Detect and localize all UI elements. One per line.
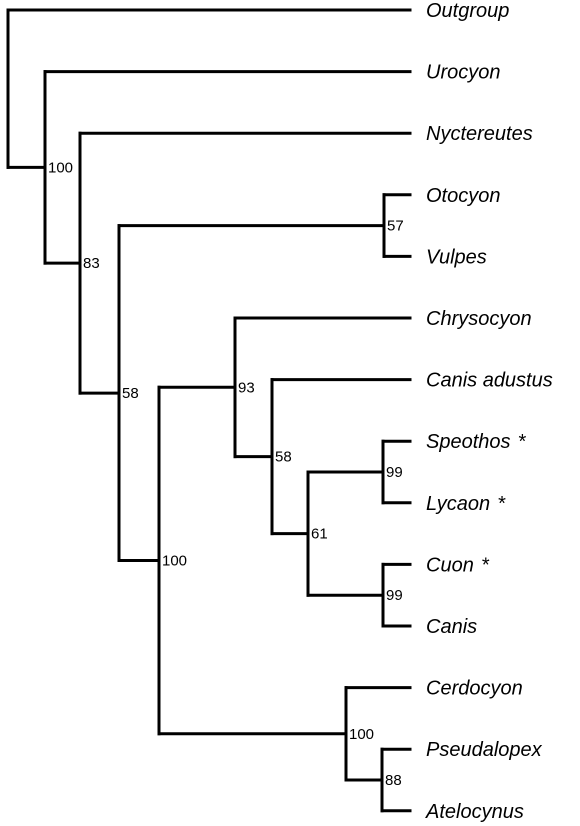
taxon-labels: OutgroupUrocyonNyctereutesOtocyonVulpesC…: [425, 0, 553, 823]
taxon-name: Atelocynus: [425, 801, 524, 823]
taxon-label-atelocynus: Atelocynus: [425, 801, 524, 823]
taxon-label-nyctereutes: Nyctereutes: [426, 123, 533, 145]
taxon-name: Pseudalopex: [426, 739, 543, 761]
taxon-name: Canis adustus: [426, 370, 553, 392]
support-value-n99b: 99: [386, 587, 403, 604]
support-value-n93: 93: [238, 379, 255, 396]
taxon-label-cerdocyon: Cerdocyon: [426, 678, 523, 700]
taxon-label-lycaon: Lycaon *: [426, 493, 506, 515]
support-value-n61: 61: [311, 526, 328, 543]
taxon-label-otocyon: Otocyon: [426, 185, 500, 207]
taxon-name: Urocyon: [426, 62, 500, 84]
taxon-label-speothos: Speothos *: [426, 431, 527, 453]
tree-branches: [6, 8, 412, 813]
support-value-n100a: 100: [48, 159, 73, 176]
support-value-n58a: 58: [122, 385, 139, 402]
support-value-n58b: 58: [275, 449, 292, 466]
support-value-n83: 83: [83, 255, 100, 272]
taxon-label-pseudalopex: Pseudalopex: [426, 739, 543, 761]
taxon-name: Speothos: [426, 431, 511, 453]
support-value-n99a: 99: [386, 464, 403, 481]
taxon-name: Nyctereutes: [426, 123, 533, 145]
taxon-mark-asterisk: *: [498, 493, 506, 515]
taxon-label-chrysocyon: Chrysocyon: [426, 308, 532, 330]
support-value-n88: 88: [385, 772, 402, 789]
taxon-label-cuon: Cuon *: [426, 554, 490, 576]
taxon-name: Vulpes: [426, 246, 487, 268]
taxon-name: Outgroup: [426, 0, 509, 22]
taxon-name: Lycaon: [426, 493, 490, 515]
support-value-n100c: 100: [349, 726, 374, 743]
taxon-label-urocyon: Urocyon: [426, 62, 500, 84]
taxon-mark-asterisk: *: [519, 431, 527, 453]
taxon-label-vulpes: Vulpes: [426, 246, 487, 268]
support-value-n57: 57: [387, 218, 404, 235]
taxon-name: Cerdocyon: [426, 678, 523, 700]
support-values: 100 83 58 57 100 93 58 61 99 99 100 88: [48, 159, 404, 789]
taxon-name: Chrysocyon: [426, 308, 532, 330]
taxon-label-outgroup: Outgroup: [426, 0, 509, 22]
taxon-name: Canis: [426, 616, 477, 638]
taxon-label-canis: Canis: [426, 616, 477, 638]
support-value-n100b: 100: [162, 553, 187, 570]
taxon-name: Otocyon: [426, 185, 500, 207]
taxon-label-canis-adustus: Canis adustus: [426, 370, 553, 392]
taxon-name: Cuon: [426, 554, 474, 576]
taxon-mark-asterisk: *: [482, 554, 490, 576]
